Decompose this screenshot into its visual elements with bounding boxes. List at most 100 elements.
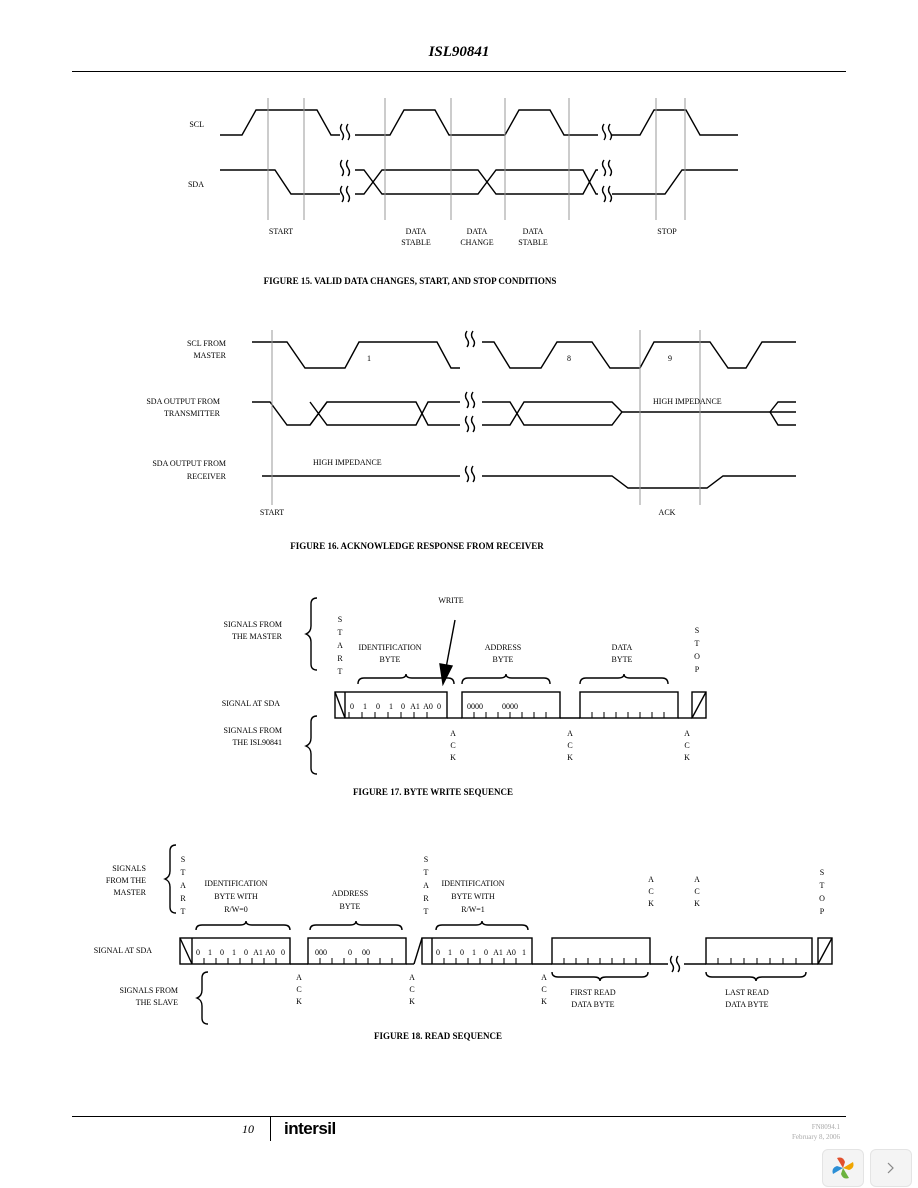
- fig17-data-line2: BYTE: [612, 655, 633, 664]
- fig15-caption: FIGURE 15. VALID DATA CHANGES, START, AN…: [264, 276, 557, 286]
- svg-text:0: 0: [376, 702, 380, 711]
- fig16-clock-1: 1: [367, 354, 371, 363]
- svg-text:T: T: [424, 868, 429, 877]
- svg-text:C: C: [541, 985, 546, 994]
- svg-text:R: R: [180, 894, 186, 903]
- svg-text:S: S: [820, 868, 824, 877]
- svg-text:T: T: [181, 907, 186, 916]
- svg-text:A: A: [567, 729, 573, 738]
- svg-text:C: C: [296, 985, 301, 994]
- fig17-write-label: WRITE: [438, 596, 463, 605]
- svg-text:0: 0: [437, 702, 441, 711]
- svg-text:0: 0: [281, 948, 285, 957]
- fig18-diagram: [163, 844, 833, 1025]
- svg-text:1: 1: [363, 702, 367, 711]
- fig18-ack-master-1: A C K: [648, 875, 654, 908]
- fig18-idr-line3: R/W=1: [461, 905, 485, 914]
- svg-text:C: C: [409, 985, 414, 994]
- fig17-diagram: [304, 597, 707, 775]
- svg-text:1: 1: [389, 702, 393, 711]
- fig17-ack-2: A C K: [567, 729, 573, 762]
- fig17-ack-3: A C K: [684, 729, 690, 762]
- fig17-start-letters: S T A R T: [337, 615, 343, 676]
- svg-text:C: C: [450, 741, 455, 750]
- fig15-change-line1: DATA: [467, 227, 488, 236]
- fig17-ack-1: A C K: [450, 729, 456, 762]
- fig17-addr-bits-b: 0000: [502, 702, 518, 711]
- fig18-idr-line1: IDENTIFICATION: [441, 879, 504, 888]
- fig15-diagram: [220, 109, 738, 203]
- fig16-hiz-tx: HIGH IMPEDANCE: [653, 397, 722, 406]
- svg-text:A: A: [450, 729, 456, 738]
- fig18-stop: S T O P: [819, 868, 825, 916]
- svg-text:0: 0: [460, 948, 464, 957]
- fig18-caption: FIGURE 18. READ SEQUENCE: [374, 1031, 502, 1041]
- svg-text:S: S: [695, 626, 699, 635]
- fig15-change-line2: CHANGE: [460, 238, 493, 247]
- viewer-controls: [822, 1149, 912, 1187]
- fig15-stop: STOP: [657, 227, 677, 236]
- svg-text:A0: A0: [265, 948, 275, 957]
- fig17-ticks: [348, 712, 665, 718]
- fig17-slave-line2: THE ISL90841: [232, 738, 282, 747]
- svg-text:K: K: [541, 997, 547, 1006]
- svg-text:1: 1: [522, 948, 526, 957]
- viewer-logo-button[interactable]: [822, 1149, 864, 1187]
- svg-text:K: K: [450, 753, 456, 762]
- fig16-scl-line2: MASTER: [194, 351, 227, 360]
- fig18-ack-slave-1: A C K: [296, 973, 302, 1006]
- fig18-ack-slave-3: A C K: [541, 973, 547, 1006]
- fig18-slave-line2: THE SLAVE: [136, 998, 178, 1007]
- fig18-master-line3: MASTER: [114, 888, 147, 897]
- svg-text:A: A: [409, 973, 415, 982]
- svg-text:T: T: [338, 667, 343, 676]
- fig18-idw-line2: BYTE WITH: [214, 892, 258, 901]
- svg-text:K: K: [648, 899, 654, 908]
- fig16-tx-line1: SDA OUTPUT FROM: [146, 397, 220, 406]
- svg-text:P: P: [820, 907, 825, 916]
- fig16-start: START: [260, 508, 284, 517]
- fig17-master-line2: THE MASTER: [232, 632, 283, 641]
- fig16-rx-line2: RECEIVER: [187, 472, 227, 481]
- fig18-idw-line1: IDENTIFICATION: [204, 879, 267, 888]
- page-header-title: ISL90841: [428, 44, 490, 60]
- fig18-master-line2: FROM THE: [106, 876, 146, 885]
- svg-text:A: A: [694, 875, 700, 884]
- fig16-clock-8: 8: [567, 354, 571, 363]
- doc-date: February 8, 2006: [791, 1133, 840, 1141]
- svg-text:O: O: [694, 652, 700, 661]
- fig18-addr-line1: ADDRESS: [332, 889, 368, 898]
- svg-text:K: K: [296, 997, 302, 1006]
- fig15-data2-line2: STABLE: [518, 238, 548, 247]
- svg-text:A: A: [337, 641, 343, 650]
- footer-rule: [72, 1116, 846, 1117]
- svg-text:K: K: [409, 997, 415, 1006]
- svg-text:T: T: [820, 881, 825, 890]
- fig18-last-line1: LAST READ: [725, 988, 769, 997]
- fig16-clock-9: 9: [668, 354, 672, 363]
- svg-text:S: S: [424, 855, 428, 864]
- fig18-bits-w: 0 1 0 1 0 A1 A0 0: [196, 948, 285, 957]
- svg-text:A: A: [541, 973, 547, 982]
- svg-text:R: R: [337, 654, 343, 663]
- fig18-first-line2: DATA BYTE: [571, 1000, 614, 1009]
- fig15-scl-label: SCL: [189, 120, 204, 129]
- next-page-button[interactable]: [870, 1149, 912, 1187]
- svg-text:T: T: [181, 868, 186, 877]
- intersil-logo: intersil: [284, 1119, 336, 1138]
- fig16-diagram: [252, 330, 796, 489]
- header-rule: [72, 71, 846, 72]
- fig16-caption: FIGURE 16. ACKNOWLEDGE RESPONSE FROM REC…: [290, 541, 544, 551]
- svg-text:A1: A1: [253, 948, 263, 957]
- fig17-id-bits: 0 1 0 1 0 A1 A0 0: [350, 702, 441, 711]
- svg-text:S: S: [181, 855, 185, 864]
- svg-text:O: O: [819, 894, 825, 903]
- svg-text:0: 0: [350, 702, 354, 711]
- fig17-addr-line2: BYTE: [493, 655, 514, 664]
- svg-text:C: C: [567, 741, 572, 750]
- fig18-idw-line3: R/W=0: [224, 905, 248, 914]
- svg-text:00: 00: [362, 948, 370, 957]
- fig17-slave-line1: SIGNALS FROM: [224, 726, 282, 735]
- fig18-bits-r: 0 1 0 1 0 A1 A0 1: [436, 948, 526, 957]
